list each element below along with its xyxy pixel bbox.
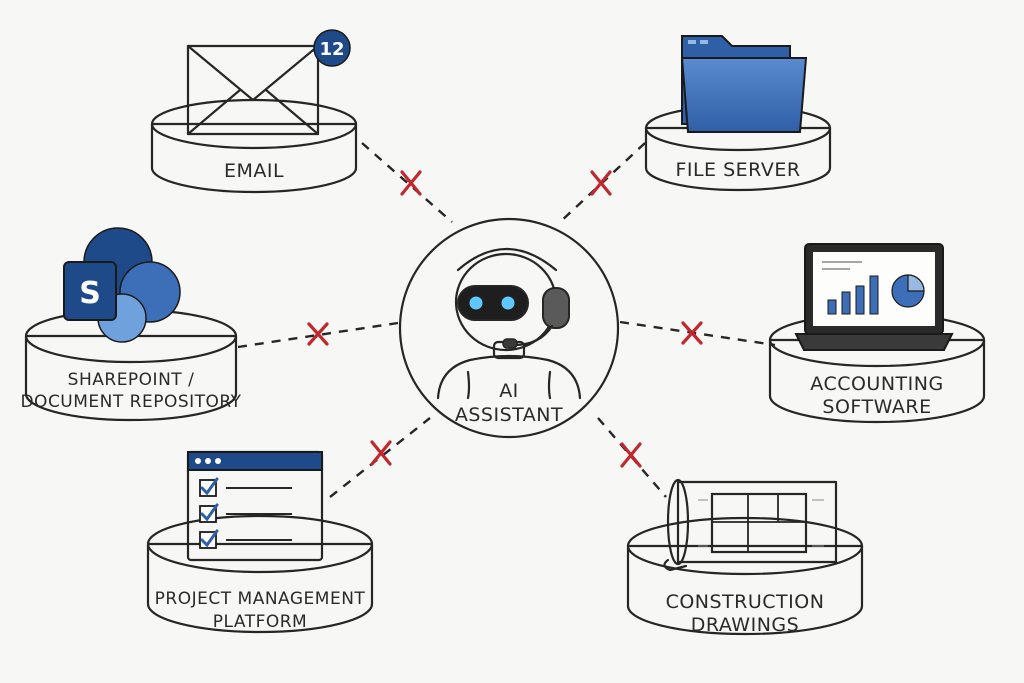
robot-eye-right bbox=[501, 296, 515, 310]
sharepoint-label-line2: DOCUMENT REPOSITORY bbox=[20, 392, 241, 412]
ai-assistant-circle bbox=[398, 217, 620, 439]
system-node-construction-drawings: CONSTRUCTION DRAWINGS bbox=[626, 478, 864, 636]
accounting-label-line2: SOFTWARE bbox=[822, 396, 931, 418]
construction-drawings-label-line2: DRAWINGS bbox=[691, 614, 799, 636]
blocked-x-file-server bbox=[590, 170, 612, 196]
system-node-project-management: PROJECT MANAGEMENT PLATFORM bbox=[146, 450, 374, 634]
notification-badge-count: 12 bbox=[319, 39, 344, 60]
robot-headset-icon bbox=[436, 248, 582, 400]
ai-assistant-label-line2: ASSISTANT bbox=[455, 404, 563, 426]
notification-badge: 12 bbox=[313, 29, 351, 67]
connector-construction-drawings bbox=[597, 417, 667, 498]
laptop-chart-icon bbox=[794, 243, 954, 351]
robot-eye-left bbox=[469, 296, 483, 310]
sharepoint-icon: S bbox=[63, 227, 181, 343]
blocked-x-project-management bbox=[370, 440, 392, 466]
system-node-sharepoint: S SHAREPOINT / DOCUMENT REPOSITORY bbox=[20, 227, 241, 422]
connector-accounting bbox=[619, 320, 776, 347]
folder-icon bbox=[680, 35, 808, 133]
system-node-file-server: FILE SERVER bbox=[644, 35, 832, 192]
sharepoint-label-line1: SHAREPOINT / bbox=[68, 370, 195, 390]
sharepoint-letter: S bbox=[79, 276, 101, 311]
system-node-accounting: ACCOUNTING SOFTWARE bbox=[768, 243, 986, 424]
pedestal bbox=[146, 514, 374, 634]
file-server-label: FILE SERVER bbox=[675, 159, 800, 181]
connector-file-server bbox=[559, 142, 646, 223]
blueprint-icon bbox=[663, 478, 838, 572]
system-node-email: 12 EMAIL bbox=[150, 29, 358, 194]
accounting-label-line1: ACCOUNTING bbox=[810, 373, 943, 395]
blocked-x-construction-drawings bbox=[620, 442, 642, 468]
construction-drawings-label-line1: CONSTRUCTION bbox=[666, 591, 825, 613]
connector-email bbox=[361, 142, 453, 223]
envelope-icon bbox=[186, 44, 320, 136]
connector-sharepoint bbox=[237, 321, 399, 349]
project-management-label-line2: PLATFORM bbox=[213, 612, 307, 632]
blocked-x-accounting bbox=[681, 321, 703, 345]
checklist-window-icon bbox=[186, 450, 324, 562]
project-management-label-line1: PROJECT MANAGEMENT bbox=[155, 589, 366, 609]
ai-assistant-label-line1: AI bbox=[499, 380, 519, 402]
connector-project-management bbox=[329, 417, 431, 498]
ai-assistant-node: AI ASSISTANT bbox=[398, 217, 620, 439]
blocked-x-sharepoint bbox=[307, 322, 329, 346]
email-label: EMAIL bbox=[224, 160, 284, 182]
pedestal bbox=[626, 516, 864, 636]
blocked-x-email bbox=[400, 170, 422, 196]
